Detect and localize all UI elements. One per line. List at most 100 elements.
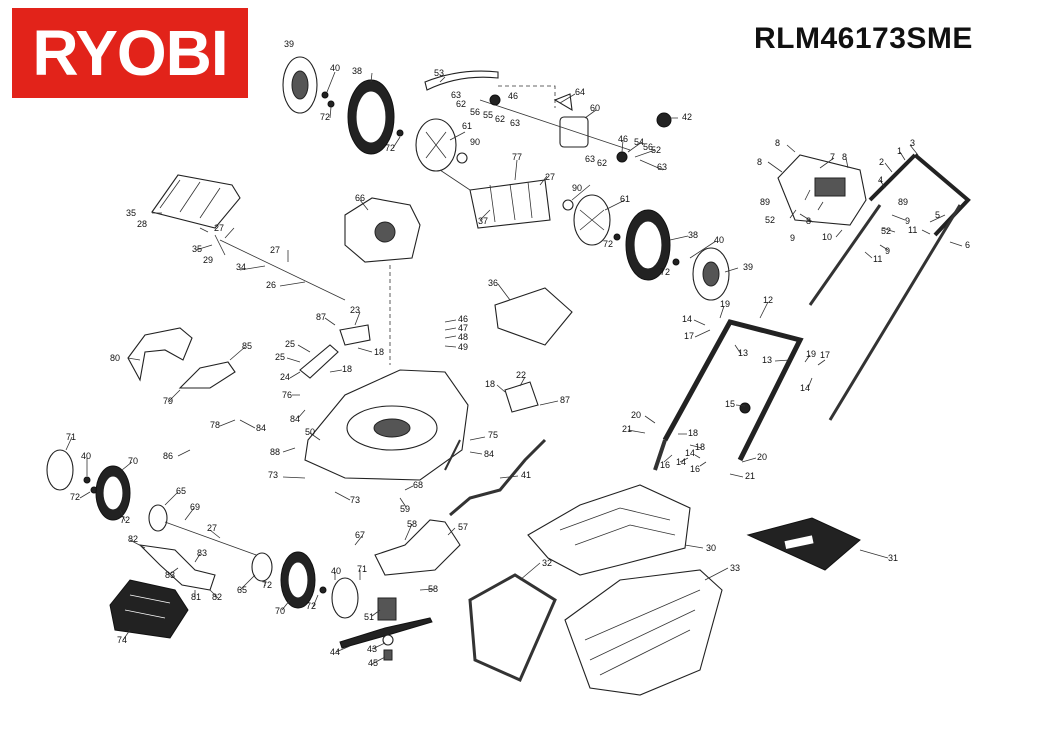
- callout-90b: 90: [572, 183, 582, 193]
- callout-68: 68: [413, 480, 423, 490]
- callout-35b: 35: [192, 244, 202, 254]
- callout-72g: 72: [262, 580, 272, 590]
- mulch-plate-31-slot: [784, 535, 814, 550]
- callout-52a: 52: [651, 145, 661, 155]
- callout-37: 37: [478, 216, 488, 226]
- battery-74-ribs: [124, 594, 171, 619]
- callout-31: 31: [888, 553, 898, 563]
- callout-58a: 58: [407, 519, 417, 529]
- callout-71a: 71: [66, 432, 76, 442]
- callout-66: 66: [355, 193, 365, 203]
- drive-bracket-37: [469, 179, 551, 229]
- battery-74: [109, 579, 189, 639]
- pulley-56a: [489, 94, 501, 106]
- callout-8d: 8: [806, 216, 811, 226]
- washer-72b: [396, 129, 404, 137]
- nut-40a: [321, 91, 329, 99]
- callout-8c: 8: [757, 157, 762, 167]
- callout-39b: 39: [743, 262, 753, 272]
- callout-84a: 84: [290, 414, 300, 424]
- callout-70b: 70: [275, 606, 285, 616]
- rear-wheel-38-rim: [355, 90, 387, 144]
- washer-72h: [319, 586, 327, 594]
- callout-17a: 17: [684, 331, 694, 341]
- callout-27c: 27: [270, 245, 280, 255]
- gear-disc-65b: [251, 552, 273, 582]
- callout-29: 29: [203, 255, 213, 265]
- callout-63c: 63: [657, 162, 667, 172]
- callout-74: 74: [117, 635, 127, 645]
- wheel-cap-71a: [46, 449, 74, 491]
- callout-53: 53: [434, 68, 444, 78]
- callout-77: 77: [512, 152, 522, 162]
- callout-14b: 14: [800, 383, 810, 393]
- callout-23: 23: [350, 305, 360, 315]
- callout-51: 51: [364, 612, 374, 622]
- rear-wheel-38b-rim: [633, 220, 663, 270]
- callout-61a: 61: [462, 121, 472, 131]
- callout-46c: 46: [458, 314, 468, 324]
- callout-16a: 16: [660, 460, 670, 470]
- callout-56a: 56: [470, 107, 480, 117]
- pulley-56b: [616, 151, 628, 163]
- callout-72e: 72: [70, 492, 80, 502]
- callout-9a: 9: [790, 233, 795, 243]
- cable-11: [828, 204, 962, 421]
- callout-18c: 18: [374, 347, 384, 357]
- callout-72c: 72: [603, 239, 613, 249]
- washer-72d: [672, 258, 680, 266]
- callout-43: 43: [367, 644, 377, 654]
- callout-46b: 46: [618, 134, 628, 144]
- callout-13b: 13: [762, 355, 772, 365]
- callout-47: 47: [458, 323, 468, 333]
- wheel-cap-39b-hub: [702, 261, 720, 287]
- callout-18b: 18: [695, 442, 705, 452]
- callout-62a: 62: [456, 99, 466, 109]
- callout-42: 42: [682, 112, 692, 122]
- clip-64: [553, 93, 573, 112]
- nut-40c: [83, 476, 91, 484]
- rod-41: [449, 438, 547, 517]
- callout-80: 80: [110, 353, 120, 363]
- callout-27d: 27: [207, 523, 217, 533]
- callout-62b: 62: [495, 114, 505, 124]
- callout-24: 24: [280, 372, 290, 382]
- callout-18e: 18: [485, 379, 495, 389]
- grass-frame-32: [468, 573, 557, 682]
- callout-14a: 14: [682, 314, 692, 324]
- callout-1: 1: [897, 146, 902, 156]
- callout-63b: 63: [510, 118, 520, 128]
- callout-73b: 73: [350, 495, 360, 505]
- callout-12: 12: [763, 295, 773, 305]
- callout-65a: 65: [176, 486, 186, 496]
- callout-35a: 35: [126, 208, 136, 218]
- gearbox-60: [559, 116, 589, 148]
- callout-11a: 11: [908, 225, 917, 235]
- callout-27a: 27: [545, 172, 555, 182]
- callout-54: 54: [634, 137, 644, 147]
- mulch-plug-36: [494, 287, 573, 346]
- callout-87b: 87: [560, 395, 570, 405]
- drive-bracket-ribs: [489, 181, 533, 223]
- callout-86: 86: [163, 451, 173, 461]
- callout-87a: 87: [316, 312, 326, 322]
- height-adjuster-24: [299, 344, 339, 379]
- callout-27b: 27: [214, 223, 224, 233]
- gear-disc-65a: [148, 504, 168, 532]
- height-rod-26: [219, 239, 346, 301]
- callout-13a: 13: [738, 348, 748, 358]
- handle-grip-79: [178, 361, 236, 389]
- callout-44: 44: [330, 647, 340, 657]
- bolt-45: [383, 649, 393, 661]
- grass-box-bottom-33: [564, 569, 723, 696]
- callout-52b: 52: [765, 215, 775, 225]
- callout-64: 64: [575, 87, 585, 97]
- callout-17b: 17: [820, 350, 830, 360]
- callout-52c: 52: [881, 226, 891, 236]
- callout-75: 75: [488, 430, 498, 440]
- ryobi-logo: RYOBI: [12, 8, 248, 98]
- callout-36: 36: [488, 278, 498, 288]
- callout-9b: 9: [905, 216, 910, 226]
